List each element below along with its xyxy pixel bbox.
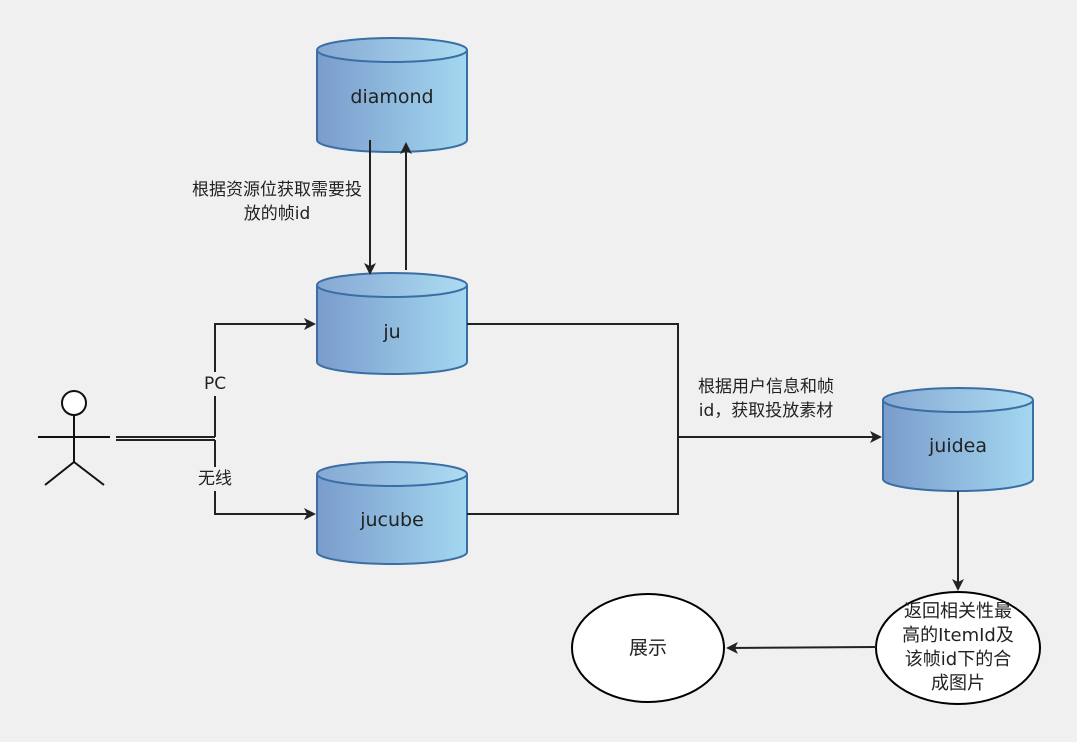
edge-label-wireless: 无线 — [194, 467, 236, 491]
cylinder-diamond — [316, 37, 468, 153]
edge-wireless — [214, 440, 316, 520]
edge-jucube-to-juidea — [467, 437, 679, 515]
node-juidea-label: juidea — [929, 435, 987, 457]
edge-label-diamond-to-ju: 根据资源位获取需要投放的帧id — [192, 180, 362, 224]
node-display-label: 展示 — [628, 637, 667, 659]
cylinder-juidea — [882, 387, 1034, 492]
edge-label-to-juidea: 根据用户信息和帧id，获取投放素材 — [698, 377, 834, 421]
display-ellipse — [571, 593, 725, 703]
cylinder-ju — [316, 272, 468, 375]
edge-pc — [214, 318, 316, 437]
edge-ju-to-juidea — [467, 323, 679, 437]
node-jucube-label: jucube — [360, 509, 424, 531]
edge-result-to-display — [726, 641, 877, 654]
edge-label-pc: PC — [200, 372, 230, 396]
node-ju-label: ju — [383, 321, 401, 343]
node-result-label: 返回相关性最高的ItemId及该帧id下的合成图片 — [902, 601, 1014, 694]
user-actor-icon — [38, 390, 110, 486]
node-diamond-label: diamond — [350, 86, 434, 108]
cylinder-jucube — [316, 461, 468, 565]
